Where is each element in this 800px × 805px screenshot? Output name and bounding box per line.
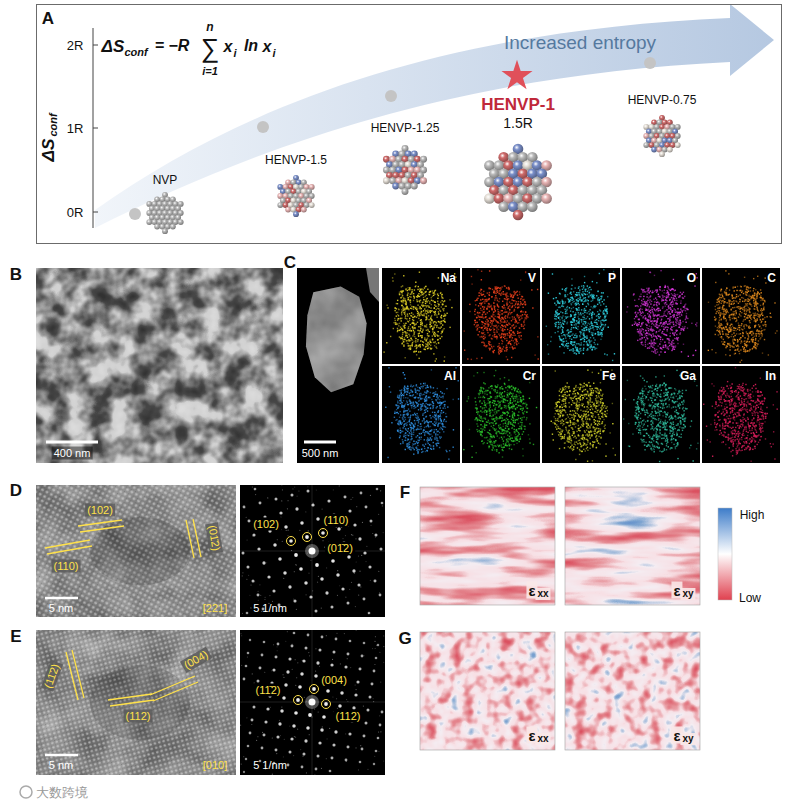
figure: AB400 nmC500 nmNaVPOCAlCrFeGaInD5 nm[221… [0, 0, 800, 805]
